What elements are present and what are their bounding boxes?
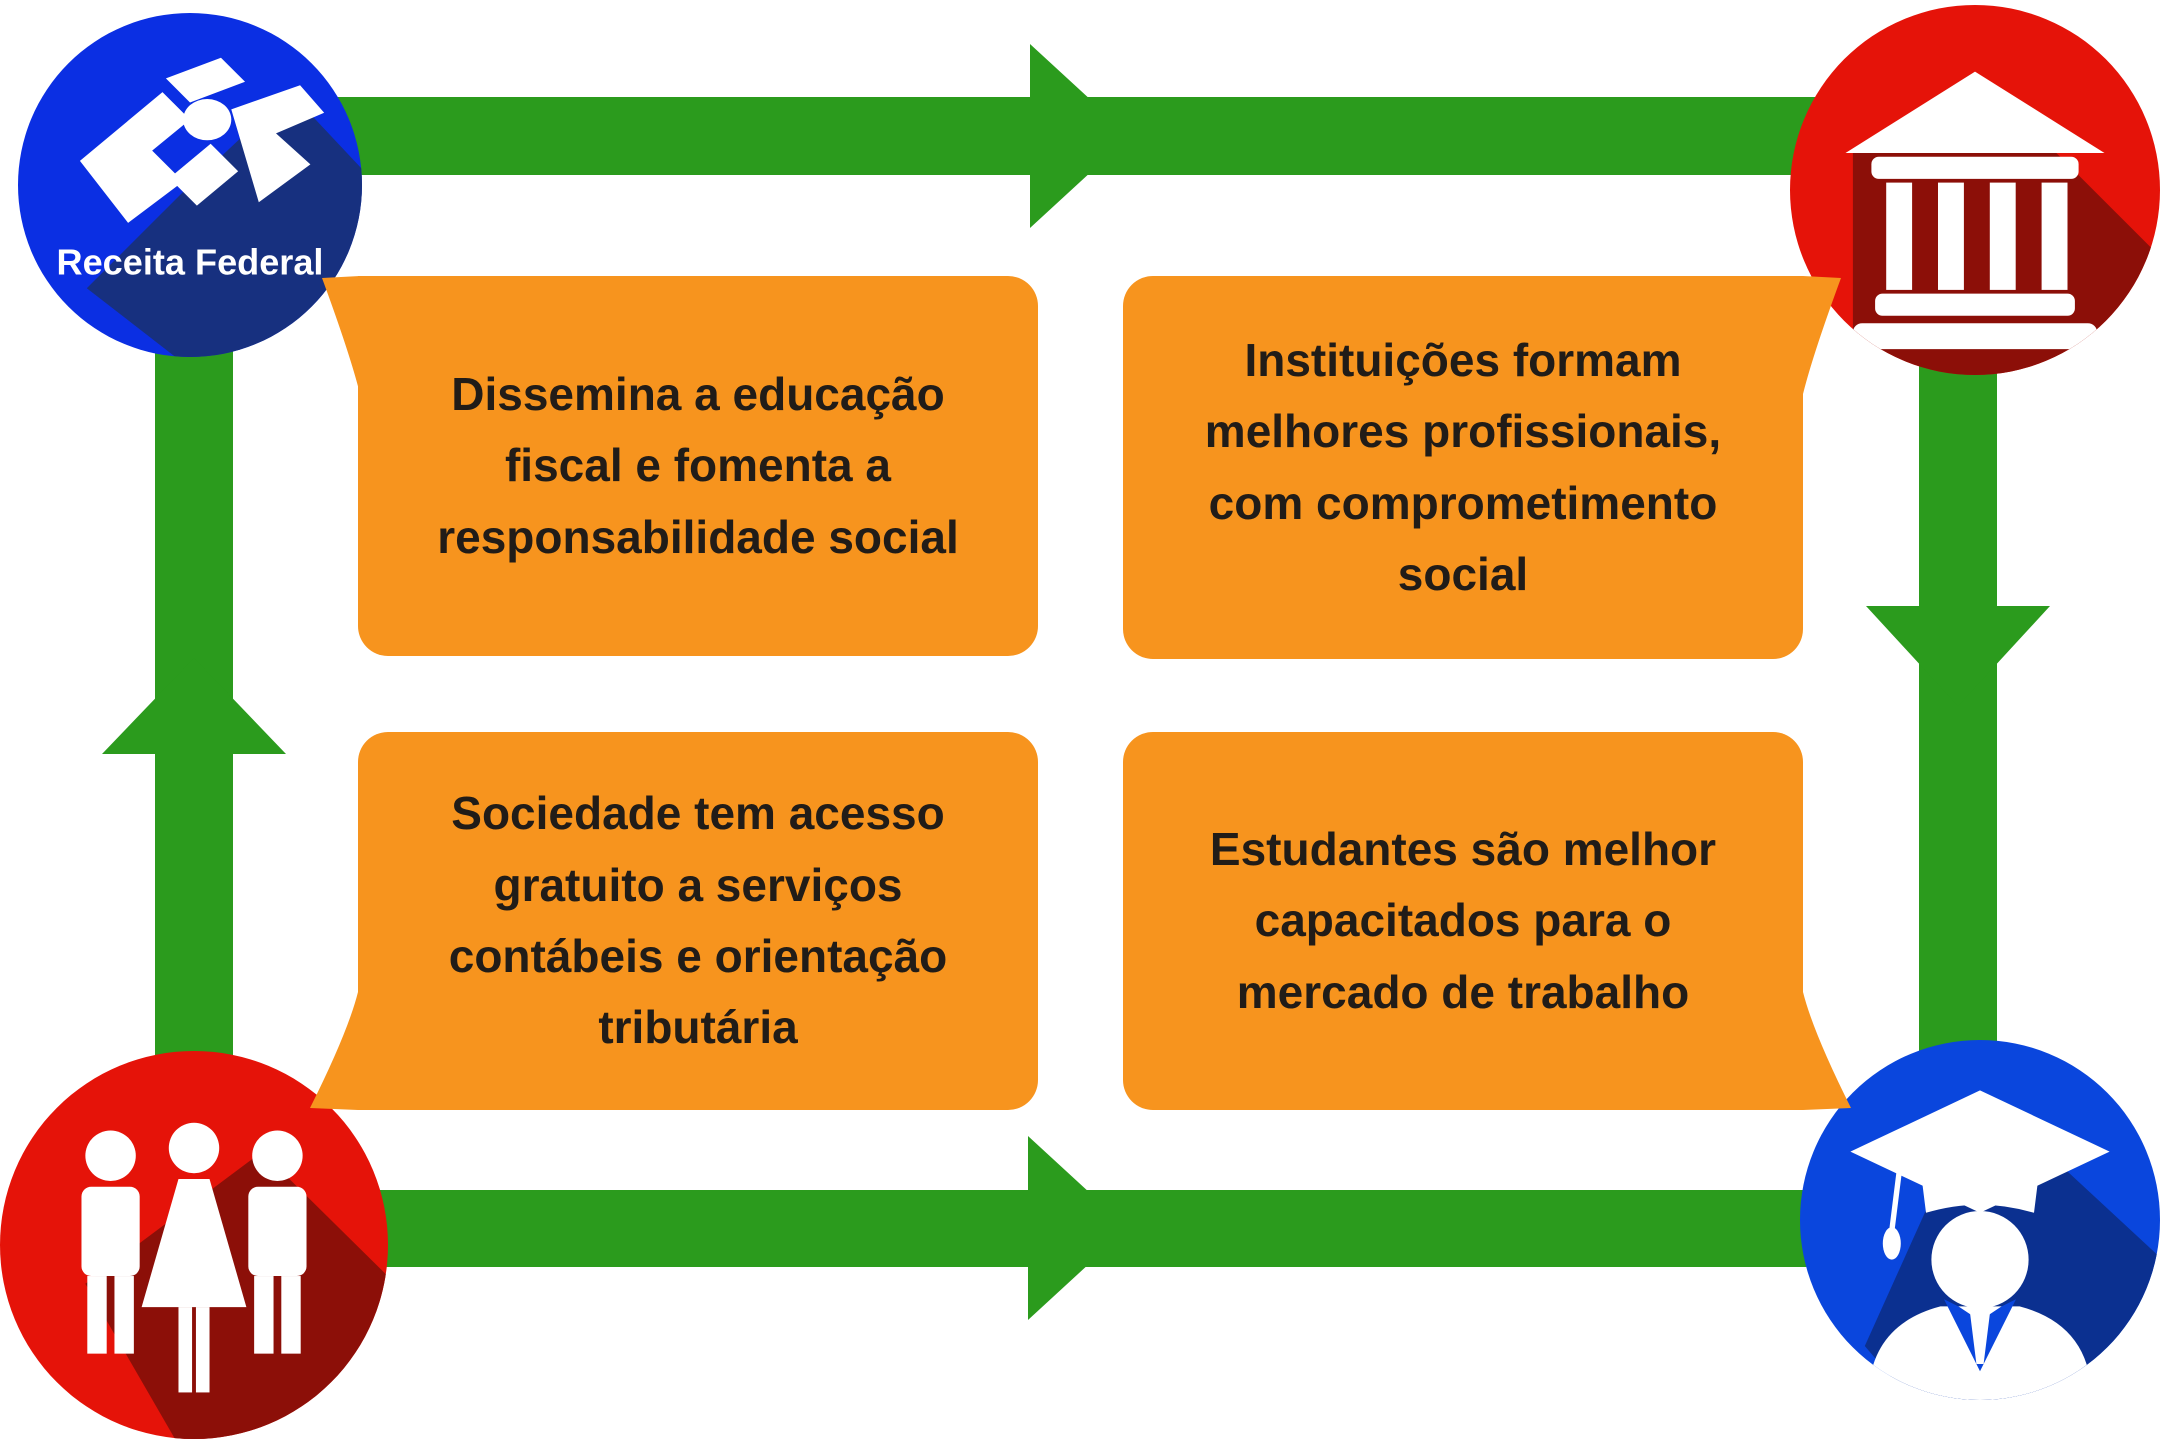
bubble-tail-bottom-right [1803,992,1851,1110]
node-institution [1790,5,2160,375]
people-icon [81,1122,388,1439]
receita-federal-logo-mark [79,57,325,223]
bubble-top-left-text: Dissemina a educação fiscal e fomenta a … [437,368,959,563]
bubble-top-right-text: Instituições formam melhores profissiona… [1204,333,1722,600]
bubble-bottom-left-text: Sociedade tem acesso gratuito a serviços… [448,787,948,1054]
arrowhead-right-bottom-icon [1028,1136,1128,1320]
bank-icon-mark [1845,71,2105,350]
receita-federal-logo: Receita Federal [57,57,362,357]
graduate-icon [1850,1090,2160,1400]
bubble-top-left: Dissemina a educação fiscal e fomenta a … [358,276,1038,656]
node-receita-federal: Receita Federal [18,13,362,357]
bubble-tail-bottom-left [310,992,358,1110]
bubble-top-right: Instituições formam melhores profissiona… [1123,276,1803,659]
arrowhead-right-top-icon [1030,44,1130,228]
receita-federal-label: Receita Federal [57,241,324,282]
bubble-tail-top-right [1803,276,1841,394]
arrowhead-down-icon [1866,606,2050,706]
node-student [1800,1040,2160,1400]
bubble-bottom-left: Sociedade tem acesso gratuito a serviços… [358,732,1038,1110]
bubble-bottom-right: Estudantes são melhor capacitados para o… [1123,732,1803,1110]
bank-icon [1845,71,2160,375]
people-icon-mark [81,1122,307,1393]
bubble-tail-top-left [322,276,360,394]
bubble-bottom-right-text: Estudantes são melhor capacitados para o… [1209,823,1717,1018]
arrowhead-up-icon [102,658,286,754]
graduate-icon-mark [1850,1090,2110,1400]
node-society [0,1051,388,1439]
